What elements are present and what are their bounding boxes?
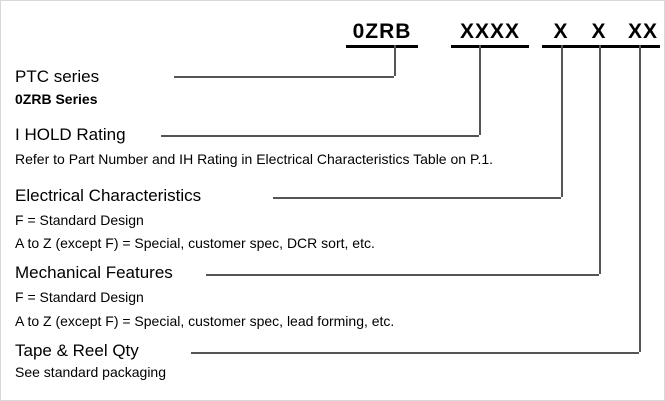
leader-line-horizontal <box>273 197 561 199</box>
field-detail-electrical-characteristics: F = Standard Design <box>15 212 144 228</box>
part-number-segment: X <box>591 20 607 43</box>
field-title-ptc-series: PTC series <box>15 67 100 86</box>
field-detail-i-hold-rating: Refer to Part Number and IH Rating in El… <box>15 151 494 167</box>
part-number-segment: XX <box>627 20 658 43</box>
part-number-underline <box>346 45 418 48</box>
field-title-i-hold-rating: I HOLD Rating <box>15 125 126 144</box>
part-number-segment: X <box>553 20 569 43</box>
part-number-underline <box>542 45 660 48</box>
field-title-tape-reel-qty: Tape & Reel Qty <box>15 341 139 360</box>
field-detail-mechanical-features: A to Z (except F) = Special, customer sp… <box>15 313 395 329</box>
field-detail-electrical-characteristics: A to Z (except F) = Special, customer sp… <box>15 235 375 251</box>
leader-line-horizontal <box>174 76 394 78</box>
field-detail-tape-reel-qty: See standard packaging <box>15 364 166 380</box>
leader-line-horizontal <box>191 352 639 354</box>
field-title-electrical-characteristics: Electrical Characteristics <box>15 186 202 205</box>
leader-line-vertical <box>639 45 641 352</box>
leader-line-vertical <box>479 45 481 135</box>
part-number-underline <box>451 45 529 48</box>
leader-line-vertical <box>561 45 563 197</box>
field-detail-mechanical-features: F = Standard Design <box>15 289 144 305</box>
field-title-mechanical-features: Mechanical Features <box>15 263 173 282</box>
leader-line-vertical <box>394 45 396 76</box>
leader-line-horizontal <box>161 135 479 137</box>
part-number-segment: 0ZRB <box>352 20 412 43</box>
field-detail-ptc-series: 0ZRB Series <box>15 91 98 107</box>
leader-line-horizontal <box>206 274 599 276</box>
leader-line-vertical <box>599 45 601 274</box>
part-number-segment: XXXX <box>459 20 521 43</box>
